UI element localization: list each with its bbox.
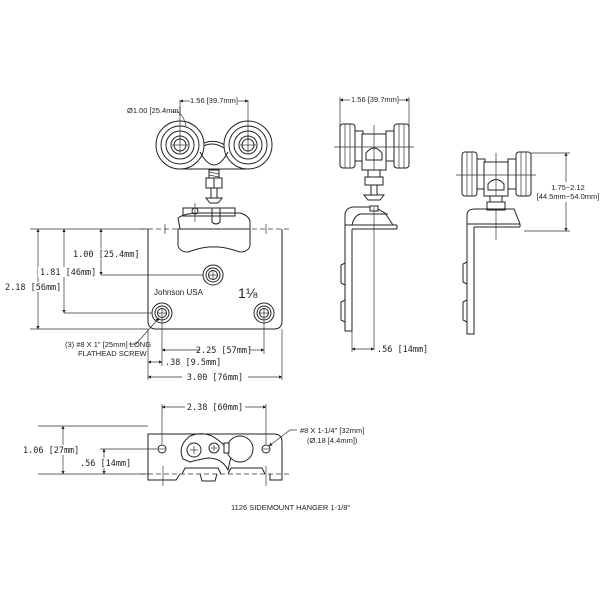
plate-height-label: 2.18 [56mm]: [5, 283, 61, 293]
side-view-adjust: 1.75~2.12 [44.5mm~54.0mm]: [456, 151, 600, 335]
hole-spacing-label: 2.25 [57mm]: [196, 346, 252, 356]
top-screw-note-line1: #8 X 1-1/4" [32mm]: [300, 426, 364, 435]
screw-note-line1: (3) #8 X 1" [25mm] LONG: [65, 340, 151, 349]
top-height-label: 1.06 [27mm]: [23, 446, 79, 456]
brand-mark: Johnson USA: [154, 288, 204, 297]
top-screw-note-line2: (Ø.18 [4.4mm]): [307, 436, 358, 445]
hole-mid-label: 1.00 [25.4mm]: [73, 250, 140, 260]
adjust-range-line1: 1.75~2.12: [551, 183, 585, 192]
top-view: 2.38 [60mm] 1.06 [27mm] .56 [14mm] #8 X …: [20, 403, 364, 486]
plate-width-label: 3.00 [76mm]: [187, 373, 243, 383]
screw-note-line2: FLATHEAD SCREW: [78, 349, 148, 358]
top-hole-right: [261, 444, 271, 454]
wheel-spacing-label: 1.56 [39.7mm]: [190, 96, 238, 105]
wheel-diameter-label: Ø1.00 [25.4mm]: [127, 106, 181, 115]
side-view: 1.56 [39.7mm] .56 [14mm]: [334, 95, 428, 355]
top-hole-height-label: .56 [14mm]: [80, 459, 131, 469]
top-hole-spacing-label: 2.38 [60mm]: [187, 403, 243, 413]
drawing-title: 1126 SIDEMOUNT HANGER 1-1/8": [231, 503, 350, 512]
mount-hole-center: [202, 264, 224, 286]
side-offset-label: .56 [14mm]: [377, 345, 428, 355]
size-mark: 1⅛: [238, 285, 258, 301]
front-plate: Johnson USA 1⅛ 2.18 [56mm] 1.81 [46mm] 1…: [5, 203, 290, 383]
hole-low-label: 1.81 [46mm]: [40, 268, 96, 278]
side-wheel-spacing-label: 1.56 [39.7mm]: [351, 95, 399, 104]
hole-edge-label: .38 [9.5mm]: [165, 358, 221, 368]
front-trolley: 1.56 [39.7mm] Ø1.00 [25.4mm]: [127, 96, 273, 204]
top-hole-left: [157, 444, 167, 454]
adjust-range-line2: [44.5mm~54.0mm]: [537, 192, 600, 201]
